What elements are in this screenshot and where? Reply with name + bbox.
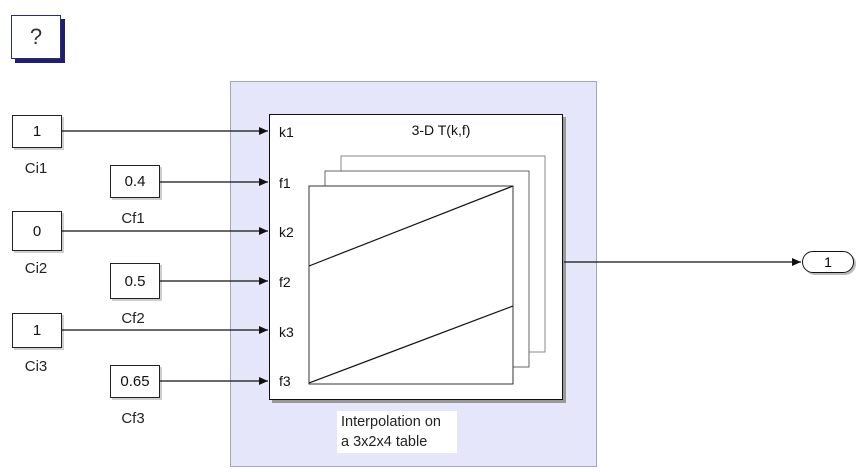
lookup-table-title: 3-D T(k,f) — [411, 122, 471, 138]
outport-1[interactable]: 1 — [802, 251, 854, 273]
help-button[interactable]: ? — [11, 15, 61, 59]
port-f2-label: f2 — [279, 274, 291, 290]
constant-label-ci1: Ci1 — [24, 160, 48, 177]
constant-ci3[interactable]: 1 — [12, 313, 62, 348]
constant-value: 0.65 — [120, 373, 150, 390]
constant-ci2[interactable]: 0 — [12, 211, 62, 251]
constant-label-cf2: Cf2 — [121, 310, 145, 327]
constant-ci1[interactable]: 1 — [12, 115, 62, 148]
table-line-upper — [308, 185, 514, 267]
port-k2-label: k2 — [279, 224, 294, 240]
port-k1-label: k1 — [279, 124, 294, 140]
table-page-front — [308, 185, 514, 385]
port-k3-label: k3 — [279, 324, 294, 340]
constant-cf2[interactable]: 0.5 — [110, 263, 160, 299]
constant-label-ci3: Ci3 — [24, 358, 48, 375]
constant-cf1[interactable]: 0.4 — [110, 165, 160, 198]
port-f3-label: f3 — [279, 373, 291, 389]
constant-value: 0.5 — [124, 272, 146, 290]
annotation-line-2: a 3x2x4 table — [341, 434, 428, 450]
interpolation-annotation: Interpolation on a 3x2x4 table — [337, 411, 457, 453]
table-line-lower — [308, 305, 514, 384]
constant-value: 0 — [32, 222, 42, 240]
outport-label: 1 — [824, 254, 832, 270]
constant-label-cf3: Cf3 — [121, 410, 145, 427]
constant-value: 1 — [32, 123, 42, 140]
constant-value: 1 — [32, 322, 42, 339]
constant-label-cf1: Cf1 — [121, 210, 145, 227]
constant-value: 0.4 — [124, 173, 146, 190]
help-label: ? — [29, 24, 43, 49]
constant-cf3[interactable]: 0.65 — [110, 365, 160, 398]
port-f1-label: f1 — [279, 175, 291, 191]
annotation-line-1: Interpolation on — [341, 414, 441, 430]
constant-label-ci2: Ci2 — [24, 260, 48, 277]
